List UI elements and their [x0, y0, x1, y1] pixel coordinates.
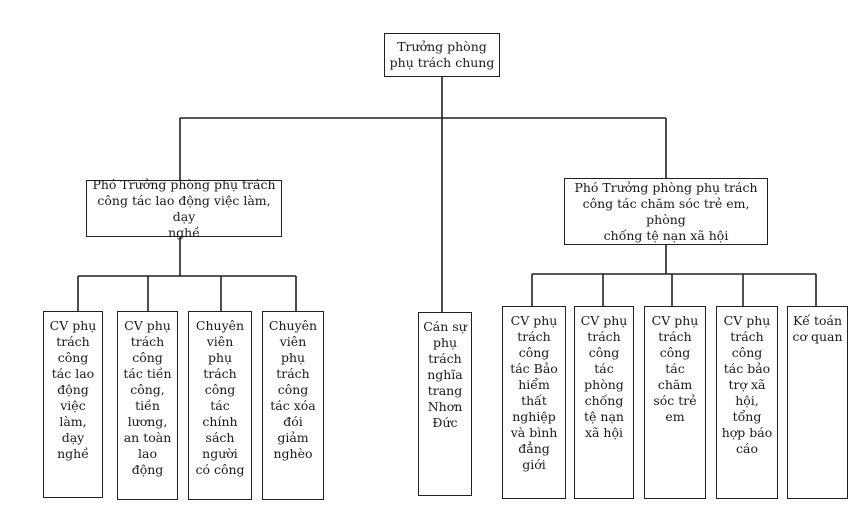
unit-label: CV phụ trách công tác Bảo hiểm thất nghi… — [510, 313, 558, 472]
unit-label: CV phụ trách công tác chăm sóc trẻ em — [651, 313, 699, 424]
root-label: Trưởng phòng phụ trách chung — [389, 39, 495, 70]
unit-label: CV phụ trách công tác lao động việc làm,… — [49, 318, 97, 461]
root-box: Trưởng phòng phụ trách chung — [384, 33, 500, 77]
unit-label: CV phụ trách công tác tiền công, tiền lư… — [123, 318, 172, 477]
unit-label: CV phụ trách công tác bảo trợ xã hội, tổ… — [721, 313, 773, 456]
unit-box: CV phụ trách công tác phòng chống tệ nạn… — [574, 306, 634, 499]
deputy-label: Phó Trưởng phòng phụ trách công tác chăm… — [574, 179, 758, 243]
unit-label: Kế toán cơ quan — [792, 313, 843, 344]
unit-box: Kế toán cơ quan — [787, 306, 848, 499]
unit-box: Chuyên viên phụ trách công tác xóa đói g… — [262, 311, 324, 500]
deputy-label: Phó Trưởng phòng phụ trách công tác lao … — [92, 176, 276, 240]
unit-label: Chuyên viên phụ trách công tác chính sác… — [195, 318, 245, 477]
deputy-box-labor: Phó Trưởng phòng phụ trách công tác lao … — [86, 177, 282, 240]
unit-box: CV phụ trách công tác tiền công, tiền lư… — [117, 311, 178, 500]
unit-box: CV phụ trách công tác bảo trợ xã hội, tổ… — [716, 306, 778, 499]
deputy-box-children: Phó Trưởng phòng phụ trách công tác chăm… — [564, 178, 768, 245]
unit-label: CV phụ trách công tác phòng chống tệ nạn… — [580, 313, 628, 440]
unit-box: Chuyên viên phụ trách công tác chính sác… — [188, 311, 252, 500]
direct-staff-box: Cán sự phụ trách nghĩa trang Nhơn Đức — [418, 312, 472, 496]
unit-box: CV phụ trách công tác lao động việc làm,… — [43, 311, 103, 498]
unit-box: CV phụ trách công tác chăm sóc trẻ em — [644, 306, 706, 499]
unit-label: Chuyên viên phụ trách công tác xóa đói g… — [268, 318, 318, 461]
direct-staff-label: Cán sự phụ trách nghĩa trang Nhơn Đức — [423, 319, 467, 430]
unit-box: CV phụ trách công tác Bảo hiểm thất nghi… — [502, 306, 566, 499]
